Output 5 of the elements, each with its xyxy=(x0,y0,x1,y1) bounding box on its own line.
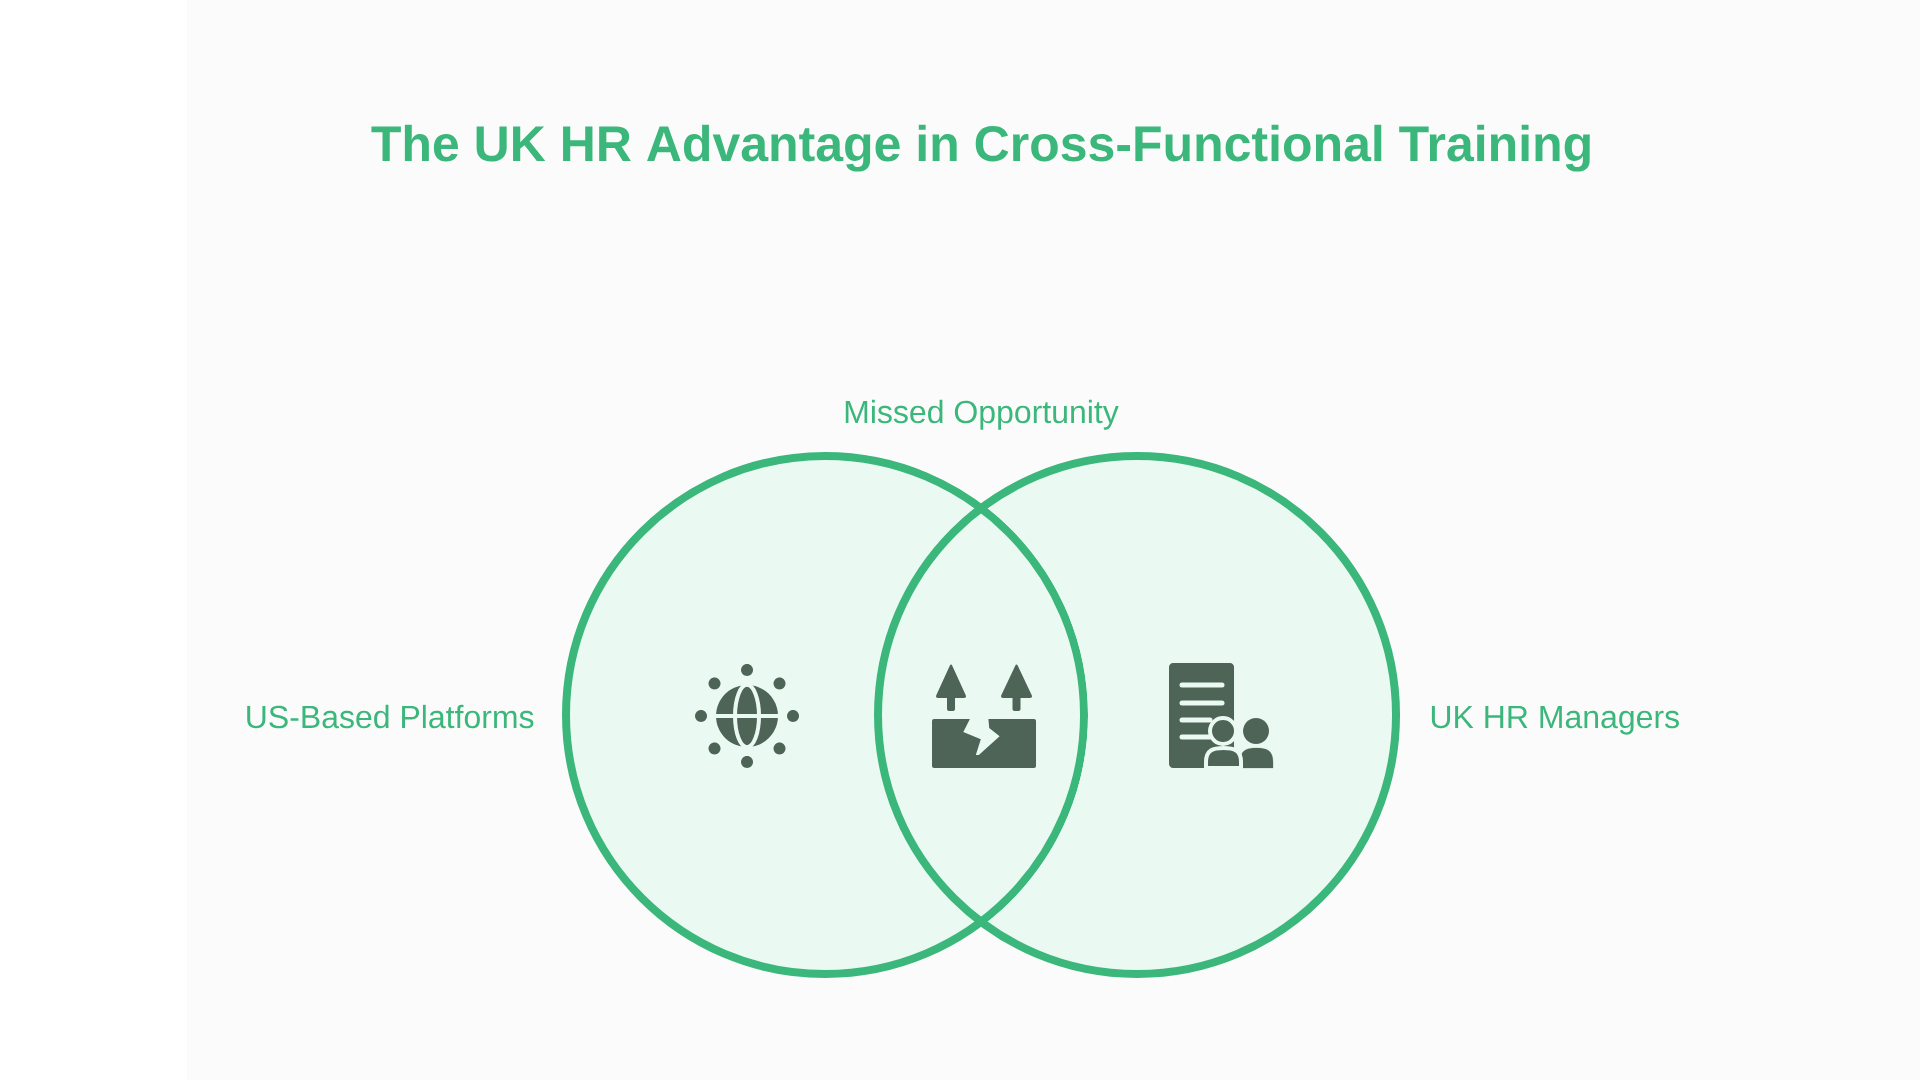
circle-label: US-Based Platforms xyxy=(247,704,534,729)
circle-label: UK HR Managers xyxy=(1431,706,1679,735)
venn-circle xyxy=(562,452,1088,978)
region-label: Missed Opportunity xyxy=(845,399,1119,430)
title: The UK HR Advantage in Cross-Functional Training xyxy=(371,124,1590,172)
